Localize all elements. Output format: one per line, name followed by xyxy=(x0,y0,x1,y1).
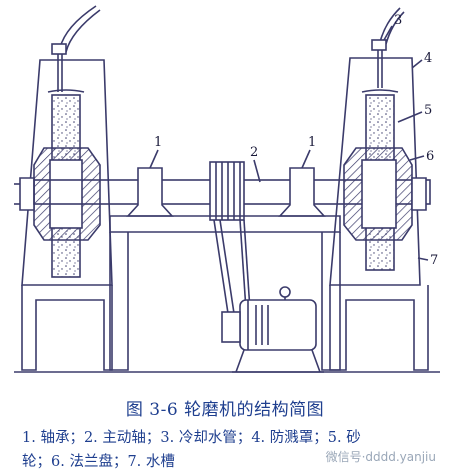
motor-base xyxy=(232,349,324,373)
left-cooling-pipe xyxy=(59,5,97,49)
callout-water-trough: 7 xyxy=(430,253,438,268)
callout-cooling-pipe: 3 xyxy=(394,13,402,28)
left-valve xyxy=(51,43,67,55)
bearing-right xyxy=(278,167,326,217)
pulley xyxy=(209,161,245,221)
figure-caption: 图 3-6 轮磨机的结构简图 xyxy=(125,400,325,420)
callout-flange: 6 xyxy=(426,149,434,164)
callout-grinding-wheel: 5 xyxy=(424,103,432,118)
watermark-account: 微信号·dddd.yanjiu xyxy=(325,450,436,464)
callout-main-shaft: 2 xyxy=(250,145,258,160)
left-nut xyxy=(19,177,35,211)
callout-splash-guard: 4 xyxy=(424,51,432,66)
right-nut xyxy=(411,177,427,211)
bearing-left xyxy=(126,167,174,217)
motor-lifting-eye xyxy=(279,286,291,298)
right-splash-guard xyxy=(329,57,421,286)
figure-legend-line-2: 轮；6. 法兰盘；7. 水槽 xyxy=(22,454,175,470)
frame-right-leg xyxy=(321,232,341,371)
figure-legend-line-1: 1. 轴承；2. 主动轴；3. 冷却水管；4. 防溅罩；5. 砂 xyxy=(22,430,361,446)
motor-body xyxy=(239,299,317,351)
water-trough xyxy=(21,285,113,371)
right-cooling-pipe xyxy=(379,7,401,43)
callout-bearing-right: 1 xyxy=(308,135,316,150)
frame-left-leg xyxy=(109,232,129,371)
callout-bearing-left: 1 xyxy=(154,135,162,150)
right-valve xyxy=(371,39,387,51)
